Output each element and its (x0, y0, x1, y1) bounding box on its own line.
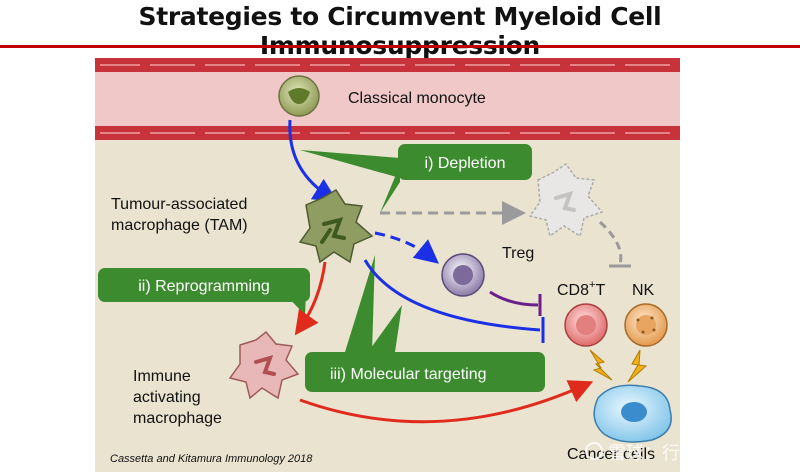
treg-cell (441, 253, 485, 297)
reprogramming-label: ii) Reprogramming (138, 278, 270, 295)
nk-label: NK (632, 282, 655, 299)
nk-kill-bolt-icon (627, 349, 648, 383)
immune-label-line3: macrophage (133, 410, 222, 427)
immune-label-line1: Immune (133, 368, 191, 385)
depletion-label: i) Depletion (425, 155, 506, 172)
cd8-t-cell (564, 303, 608, 347)
depleted-tam-inhibition-line (598, 220, 623, 265)
cancer-cells-label: Cancer cells (567, 446, 655, 463)
molecular-targeting-box (305, 352, 545, 392)
tam-cell (298, 188, 374, 264)
depleted-tam-cell (528, 162, 604, 238)
reprogramming-box (98, 268, 310, 302)
immune-label-line2: activating (133, 389, 201, 406)
blood-vessel (95, 58, 680, 140)
watermark-text: 雪球：行舟Drug (608, 443, 742, 464)
tam-label-line1: Tumour-associated (111, 196, 247, 213)
immune-activating-macrophage-cell (228, 330, 300, 400)
citation: Cassetta and Kitamura Immunology 2018 (110, 453, 313, 465)
nk-cell (624, 303, 668, 347)
cd8-t-label: CD8+T (557, 279, 605, 299)
molecular-targeting-wedges (345, 255, 402, 352)
classical-monocyte-label: Classical monocyte (348, 90, 486, 107)
tam-label-line2: macrophage (TAM) (111, 217, 248, 234)
depletion-box (398, 144, 532, 180)
molecular-targeting-label: iii) Molecular targeting (330, 366, 487, 383)
cancer-cell (593, 384, 672, 443)
monocyte-to-tam-arrow (288, 119, 338, 202)
tam-to-treg-arrow (374, 231, 439, 264)
classical-monocyte-cell (278, 75, 320, 117)
title-divider (0, 45, 800, 48)
immune-macrophage-to-cancer-arrow (299, 380, 594, 424)
watermark: 雪球：行舟Drug (585, 442, 742, 464)
treg-inhibition-line (489, 290, 539, 307)
cd8-kill-bolt-icon (589, 349, 613, 381)
tam-inhibition-line (363, 259, 541, 332)
depletion-wedge (300, 150, 400, 213)
treg-label: Treg (502, 245, 534, 262)
tam-to-immune-macrophage-arrow (294, 261, 327, 336)
